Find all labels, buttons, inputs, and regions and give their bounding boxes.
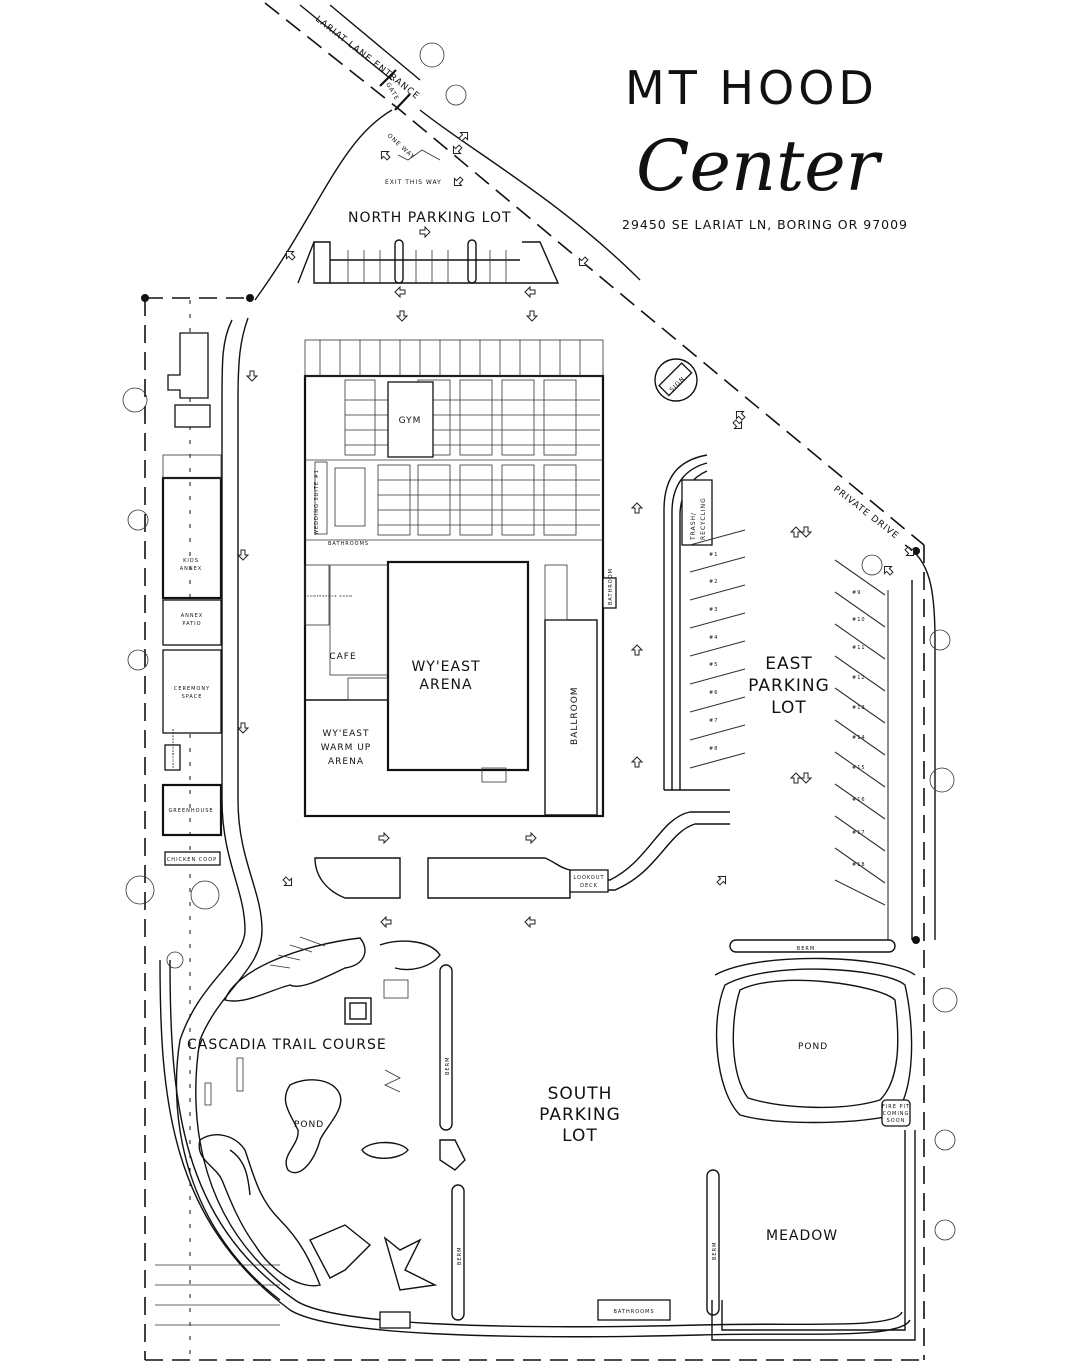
stall-number: #7 xyxy=(709,718,718,724)
stall-number: #2 xyxy=(709,579,718,585)
brand-line-2: Center xyxy=(636,125,883,207)
stall-number: #18 xyxy=(852,862,866,868)
cascadia-label: CASCADIA TRAIL COURSE xyxy=(187,1037,387,1053)
brand-logo: MT HOOD Center xyxy=(625,61,883,207)
trash-label: TRASH/ RECYCLING xyxy=(690,497,707,541)
west-buildings xyxy=(161,332,223,866)
svg-text:ANNEX: ANNEX xyxy=(181,613,204,619)
groundskeeper-label: GROUNDSKEEPER xyxy=(171,728,175,768)
west-path xyxy=(155,317,911,1338)
stall-number: #16 xyxy=(852,797,866,803)
address: 29450 SE LARIAT LN, BORING OR 97009 xyxy=(622,217,908,232)
svg-text:KIDS: KIDS xyxy=(183,558,199,564)
svg-text:PARKING: PARKING xyxy=(539,1105,621,1125)
svg-text:PARKING: PARKING xyxy=(748,676,830,696)
svg-text:COMING: COMING xyxy=(883,1111,910,1117)
svg-text:DECK: DECK xyxy=(580,883,598,889)
entrance-road xyxy=(254,4,936,940)
lookout-deck-label: LOOKOUT DECK xyxy=(573,875,604,889)
trail-features xyxy=(198,936,466,1291)
svg-text:LOT: LOT xyxy=(562,1126,598,1146)
north-parking-label: NORTH PARKING LOT xyxy=(348,210,512,226)
stall-number: #13 xyxy=(852,705,866,711)
gym-label: GYM xyxy=(399,416,422,426)
svg-text:SOON: SOON xyxy=(887,1118,906,1124)
svg-text:ARENA: ARENA xyxy=(328,757,364,767)
stall-number: #4 xyxy=(709,635,718,641)
cafe-label: CAFE xyxy=(329,652,356,662)
annex-patio-label: ANNEX PATIO xyxy=(181,613,204,627)
berms xyxy=(439,939,896,1321)
chicken-coop-label: CHICKEN COOP xyxy=(167,857,217,863)
south-berm-label-2: BERM xyxy=(712,1242,718,1260)
stall-number: #17 xyxy=(852,830,866,836)
svg-text:LOT: LOT xyxy=(771,698,807,718)
ballroom-label: BALLROOM xyxy=(570,686,580,745)
fire-pit-label: FIRE PIT COMING SOON xyxy=(882,1104,910,1124)
arrows xyxy=(236,131,915,929)
stall-numbers-right: #9 #10 #11 #12 #13 #14 #15 #16 #17 #18 xyxy=(852,590,866,868)
svg-text:LOOKOUT: LOOKOUT xyxy=(573,875,604,881)
stall-number: #5 xyxy=(709,662,718,668)
svg-text:SPACE: SPACE xyxy=(182,694,203,700)
east-pond xyxy=(711,957,916,1341)
stall-number: #14 xyxy=(852,735,866,741)
brand-line-1: MT HOOD xyxy=(625,61,878,115)
trail-pond-label: POND xyxy=(294,1120,324,1130)
main-bathrooms-label: BATHROOMS xyxy=(328,541,369,547)
stall-numbers-left: #1 #2 #3 #4 #5 #6 #7 #8 xyxy=(709,552,718,752)
conference-label: CONFERENCE ROOM xyxy=(307,594,353,598)
south-bathrooms-label: BATHROOMS xyxy=(613,1309,654,1315)
sign-marker xyxy=(654,358,698,402)
svg-text:SOUTH: SOUTH xyxy=(548,1084,613,1104)
east-parking-label: EAST PARKING LOT xyxy=(748,654,830,718)
stall-number: #15 xyxy=(852,765,866,771)
svg-text:CEREMONY: CEREMONY xyxy=(174,686,210,692)
exit-label: EXIT THIS WAY xyxy=(385,179,442,186)
svg-text:ARENA: ARENA xyxy=(419,677,472,693)
stall-number: #10 xyxy=(852,617,866,623)
svg-text:FIRE PIT: FIRE PIT xyxy=(882,1104,910,1110)
svg-text:RECYCLING: RECYCLING xyxy=(700,497,707,540)
stall-number: #9 xyxy=(852,590,861,596)
svg-text:PATIO: PATIO xyxy=(182,621,201,627)
meadow-label: MEADOW xyxy=(766,1228,838,1244)
trail-berm-label: BERM xyxy=(445,1057,451,1075)
trees xyxy=(122,42,958,1241)
private-drive-label: PRIVATE DRIVE xyxy=(831,484,900,541)
stall-number: #6 xyxy=(709,690,718,696)
warmup-arena-label: WY'EAST WARM UP ARENA xyxy=(321,729,371,767)
small-bathroom-label: BATHROOM xyxy=(608,568,614,605)
kids-annex-label: KIDS ANNEX xyxy=(180,558,203,572)
main-building xyxy=(303,339,617,818)
stall-number: #8 xyxy=(709,746,718,752)
east-pond-label: POND xyxy=(798,1042,828,1052)
ceremony-space-label: CEREMONY SPACE xyxy=(174,686,210,700)
south-bathrooms-block xyxy=(379,1299,671,1329)
north-parking-lot xyxy=(297,239,560,284)
svg-text:TRASH/: TRASH/ xyxy=(690,512,697,541)
stall-number: #1 xyxy=(709,552,718,558)
stall-number: #11 xyxy=(852,645,866,651)
svg-text:WARM UP: WARM UP xyxy=(321,743,371,753)
parking-islands xyxy=(314,857,609,899)
east-berm-label: BERM xyxy=(797,946,815,952)
svg-text:WY'EAST: WY'EAST xyxy=(323,729,370,739)
lariat-entrance-label: LARIAT LANE ENTRANCE xyxy=(313,14,421,102)
south-berm-label-1: BERM xyxy=(457,1247,463,1265)
stall-number: #3 xyxy=(709,607,718,613)
wedding-suite-label: WEDDING SUITE #1 xyxy=(314,469,320,535)
stall-number: #12 xyxy=(852,675,866,681)
south-parking-label: SOUTH PARKING LOT xyxy=(539,1084,621,1146)
wyeast-arena-label: WY'EAST ARENA xyxy=(411,659,480,693)
trash-curve xyxy=(593,454,730,891)
svg-text:WY'EAST: WY'EAST xyxy=(411,659,480,675)
svg-text:EAST: EAST xyxy=(765,654,813,674)
east-stalls xyxy=(689,529,889,940)
greenhouse-label: GREENHOUSE xyxy=(168,808,213,814)
svg-text:ANNEX: ANNEX xyxy=(180,566,203,572)
